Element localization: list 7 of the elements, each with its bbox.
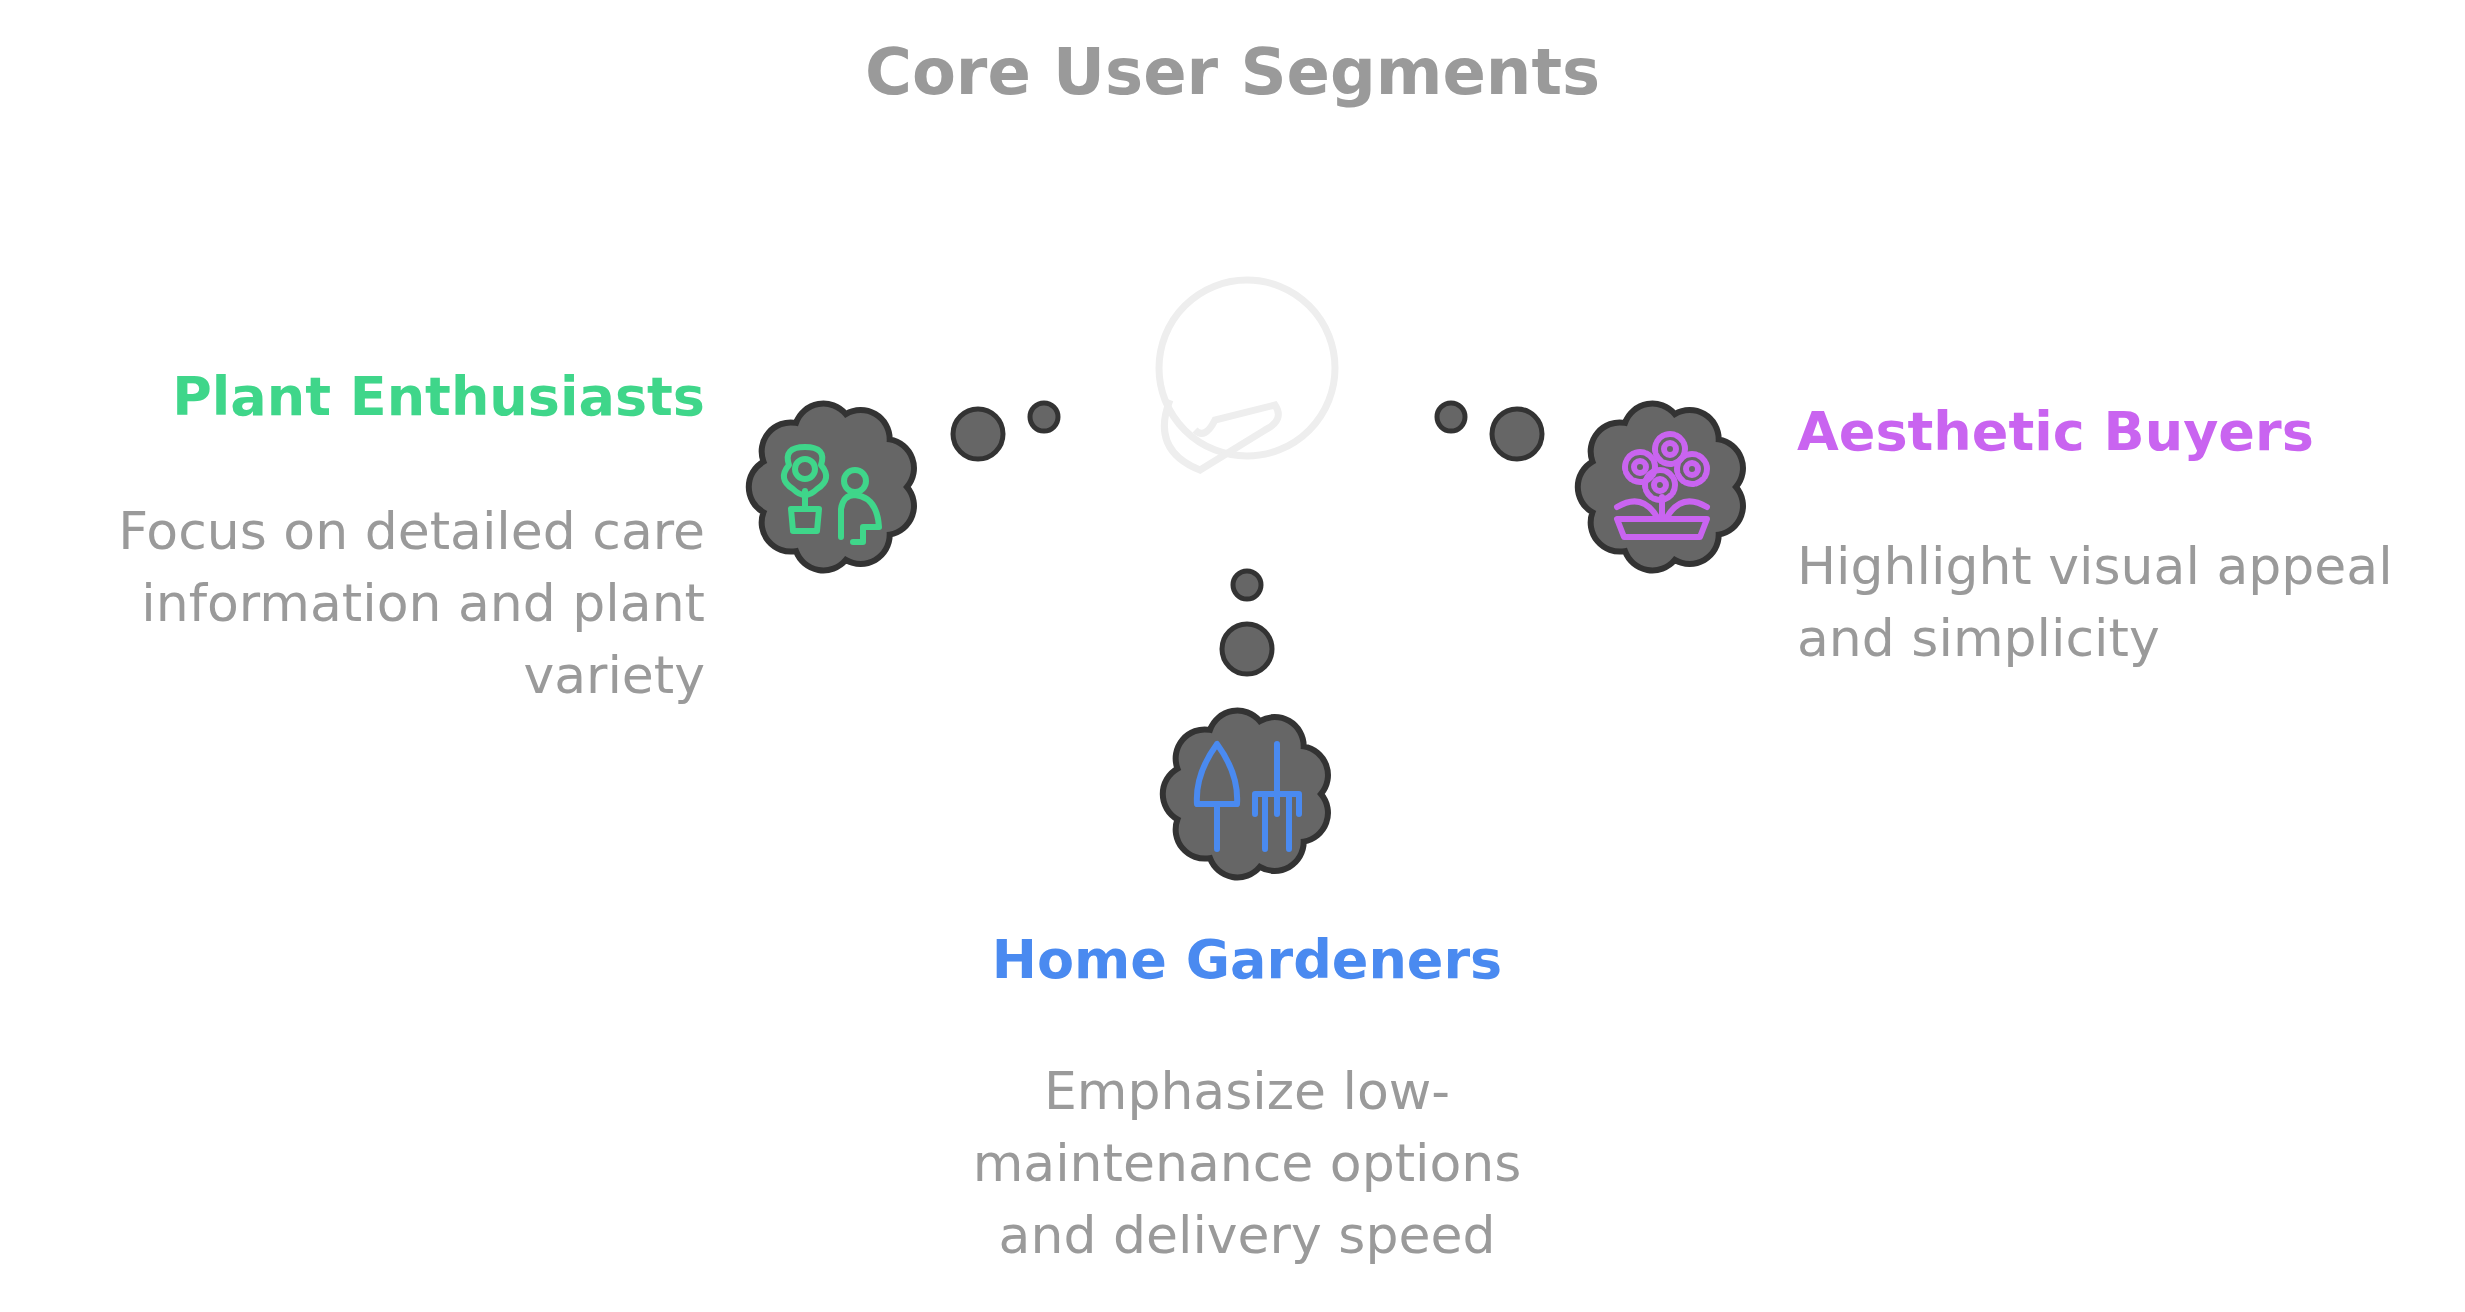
title: Core User Segments — [863, 35, 1602, 109]
segment-heading: Plant Enthusiasts — [172, 365, 705, 428]
segment-heading: Aesthetic Buyers — [1797, 400, 2314, 463]
segment-description: Highlight visual appeal and simplicity — [1797, 535, 2394, 670]
segment-heading: Home Gardeners — [990, 928, 1504, 991]
segment-description: Emphasize low-maintenance options and delivery speed — [971, 1060, 1523, 1267]
segment-description: Focus on detailed care information and plant variety — [117, 500, 705, 707]
